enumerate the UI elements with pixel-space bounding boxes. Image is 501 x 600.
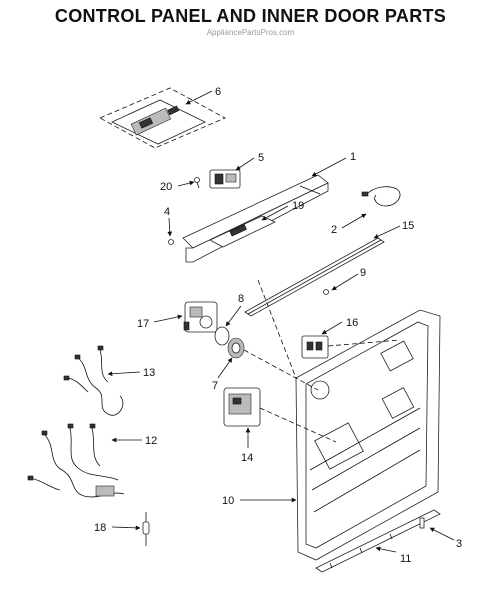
leader-1: [311, 157, 347, 177]
part-13-wire-harness: [63, 345, 124, 416]
callout-2: 2: [331, 224, 337, 236]
part-9-screw: [323, 289, 329, 295]
part-6-control-housing: [99, 87, 226, 149]
part-18-thermal-fuse: [142, 512, 150, 546]
callout-18: 18: [94, 522, 106, 534]
part-10-inner-door: [295, 309, 441, 561]
callout-16: 16: [346, 317, 358, 329]
leader-11: [375, 546, 397, 553]
callout-20: 20: [160, 181, 172, 193]
callout-1: 1: [350, 151, 356, 163]
callout-15: 15: [402, 220, 414, 232]
part-19-user-interface: [209, 215, 276, 248]
callout-12: 12: [145, 435, 157, 447]
align-line-dispenser: [243, 349, 319, 391]
part-11-bottom-trim: [315, 509, 441, 573]
part-20-screw: [194, 177, 200, 189]
leader-8: [225, 305, 242, 327]
part-4-screw: [168, 239, 174, 245]
align-line-vent: [327, 339, 401, 347]
leader-6: [185, 90, 213, 105]
part-12-wire-harness: [27, 423, 125, 498]
leader-3: [429, 527, 455, 541]
callout-6: 6: [215, 86, 221, 98]
callout-10: 10: [222, 495, 234, 507]
callout-14: 14: [241, 452, 253, 464]
callout-4: 4: [164, 206, 170, 218]
watermark-text: AppliancePartsPros.com: [206, 28, 295, 37]
part-8-gasket-ring: [214, 326, 230, 346]
part-5-door-latch: [209, 169, 241, 189]
leader-5: [235, 157, 255, 171]
callout-13: 13: [143, 367, 155, 379]
callout-17: 17: [137, 318, 149, 330]
leader-2: [341, 213, 367, 229]
leader-19: [261, 205, 289, 221]
leader-13: [107, 371, 141, 377]
part-15-gasket-strip: [244, 237, 385, 317]
callout-8: 8: [238, 293, 244, 305]
callout-3: 3: [456, 538, 462, 550]
part-14-control-board: [223, 387, 261, 427]
leader-18: [111, 525, 141, 531]
part-1-control-panel: [182, 174, 329, 263]
part-17-dispenser: [183, 301, 218, 333]
part-16-vent: [301, 335, 329, 359]
callout-11: 11: [400, 553, 411, 565]
callout-7: 7: [212, 380, 218, 392]
leader-16: [321, 321, 343, 335]
align-line-panel: [257, 279, 297, 379]
callout-9: 9: [360, 267, 366, 279]
part-7-dispenser-cap: [227, 337, 245, 359]
callout-5: 5: [258, 152, 264, 164]
leader-9: [331, 273, 359, 291]
callout-19: 19: [292, 200, 304, 212]
diagram-title: CONTROL PANEL AND INNER DOOR PARTS: [54, 6, 447, 26]
part-3-screw: [419, 517, 425, 529]
leader-7: [217, 357, 233, 379]
leader-4: [167, 217, 173, 237]
part-2-wire-harness: [361, 186, 401, 207]
align-line-board: [259, 407, 337, 443]
leader-17: [153, 314, 183, 323]
leader-20: [177, 180, 195, 187]
leader-15: [373, 225, 401, 239]
